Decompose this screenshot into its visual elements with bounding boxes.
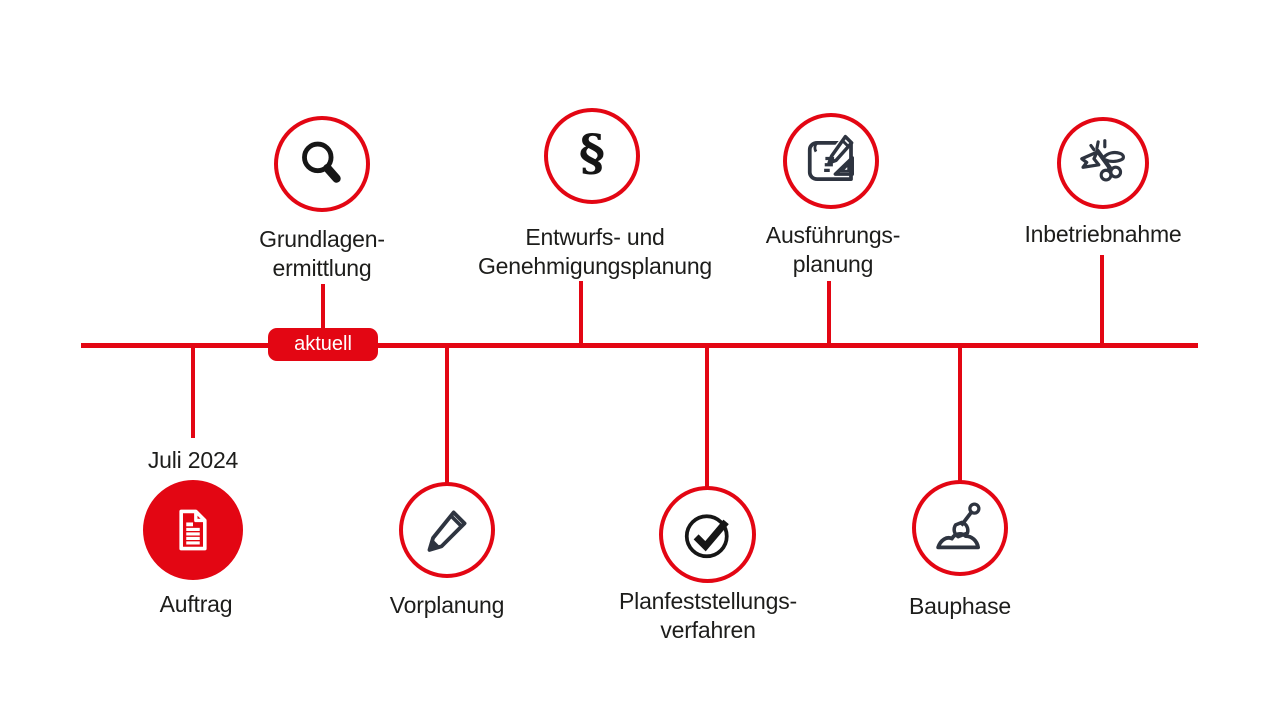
connector-inbetriebnahme <box>1100 255 1104 344</box>
blueprint-icon <box>807 131 855 181</box>
milestone-circle-vorplanung <box>399 482 495 578</box>
start-date-label: Juli 2024 <box>147 447 239 473</box>
checkmark-icon <box>684 513 729 558</box>
shovel-icon <box>936 502 981 550</box>
phase-label-ausfuehrungsplanung: Ausführungs- planung <box>765 222 901 277</box>
milestone-circle-planfeststellungsverfahren <box>659 486 756 583</box>
connector-bauphase <box>958 347 962 482</box>
document-icon <box>179 509 207 551</box>
milestone-circle-ausfuehrungsplanung <box>783 113 879 209</box>
phase-label-vorplanung: Vorplanung <box>389 592 505 618</box>
phase-label-inbetriebnahme: Inbetriebnahme <box>1024 221 1182 247</box>
connector-planfeststellungsverfahren <box>705 347 709 489</box>
phase-label-entwurfs-genehmigungsplanung: Entwurfs- und Genehmigungsplanung <box>477 224 713 279</box>
phase-label-grundlagenermittlung: Grundlagen- ermittlung <box>259 226 385 281</box>
phase-label-bauphase: Bauphase <box>909 593 1011 619</box>
paragraph-icon: § <box>578 123 606 182</box>
current-phase-badge: aktuell <box>268 328 378 361</box>
milestone-circle-inbetriebnahme <box>1057 117 1149 209</box>
phase-label-auftrag: Auftrag <box>159 591 233 617</box>
connector-auftrag <box>191 347 195 438</box>
milestone-circle-auftrag <box>143 480 243 580</box>
milestone-circle-entwurfs-genehmigungsplanung: § <box>544 108 640 204</box>
connector-entwurfs-genehmigungsplanung <box>579 281 583 344</box>
timeline-axis <box>81 343 1198 348</box>
connector-grundlagenermittlung <box>321 284 325 330</box>
ribbon-cutting-icon <box>1080 139 1125 182</box>
magnifier-icon <box>302 141 341 183</box>
milestone-circle-bauphase <box>912 480 1008 576</box>
phase-label-planfeststellungsverfahren: Planfeststellungs- verfahren <box>619 588 797 643</box>
connector-vorplanung <box>445 347 449 484</box>
pencil-icon <box>427 510 467 552</box>
milestone-circle-grundlagenermittlung <box>274 116 370 212</box>
connector-ausfuehrungsplanung <box>827 281 831 344</box>
